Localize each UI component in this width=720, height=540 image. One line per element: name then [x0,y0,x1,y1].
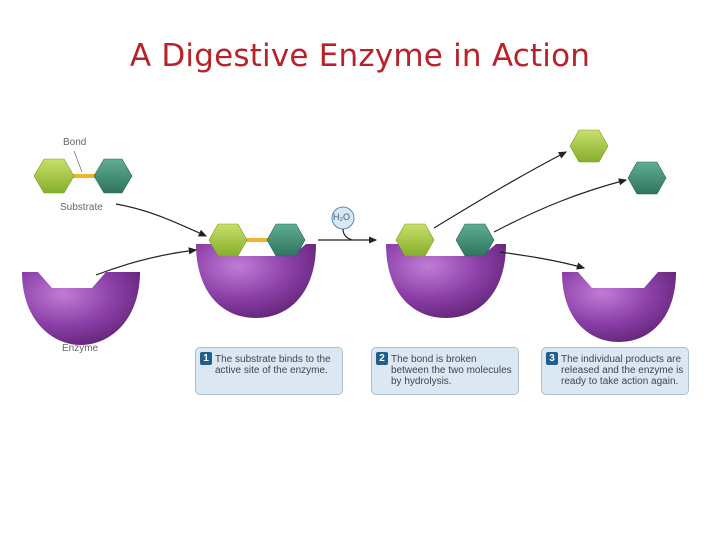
enzyme-left [22,272,140,345]
bond-leader-line [74,151,82,172]
substrate-label: Substrate [60,202,103,213]
bond-label: Bond [63,137,86,148]
step-text-2: The bond is broken between the two molec… [391,354,514,387]
arrow-substrate-in [116,204,206,236]
enzyme-middle [196,244,316,318]
step-number-2: 2 [376,352,388,365]
product-dark-hexagon [628,162,666,194]
product-light-hexagon [570,130,608,162]
step-card-2: 2 The bond is broken between the two mol… [371,347,519,395]
substrate-dark-hexagon [94,159,132,193]
arrow-enzyme-release [500,252,584,268]
initial-substrate [34,159,132,193]
enzyme-right [562,272,676,342]
enzyme-hydrolysis [386,224,506,318]
arrow-water-join [343,229,352,240]
water-label: H₂O [333,212,350,222]
step-card-1: 1 The substrate binds to the active site… [195,347,343,395]
reaction-arrows [96,152,626,275]
arrow-product-2 [494,180,626,232]
substrate-light-hexagon [34,159,74,193]
step-card-3: 3 The individual products are released a… [541,347,689,395]
arrow-product-1 [434,152,566,228]
step-text-1: The substrate binds to the active site o… [215,354,338,376]
enzyme-label: Enzyme [62,343,98,354]
step-number-3: 3 [546,352,558,365]
arrow-enzyme-in [96,250,196,275]
enzyme-substrate-complex [196,224,316,318]
enzyme-right-middle [386,244,506,318]
step-text-3: The individual products are released and… [561,354,684,387]
step-number-1: 1 [200,352,212,365]
